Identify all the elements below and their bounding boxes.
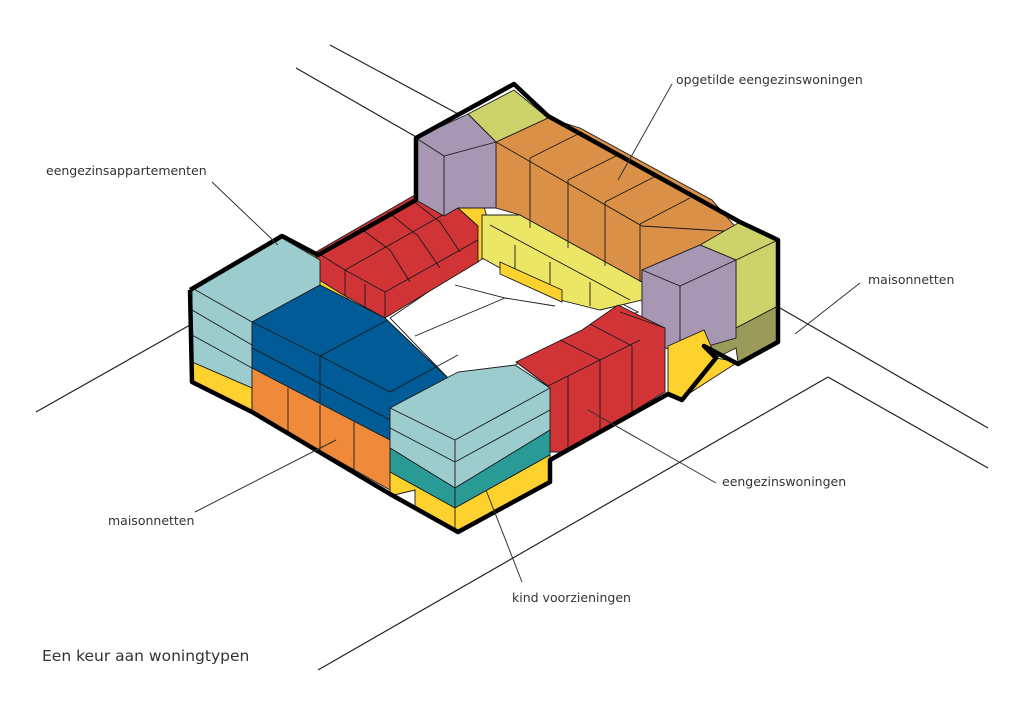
street-line-right-2 <box>827 376 989 469</box>
street-line-left <box>35 324 191 413</box>
yellow-stair-back <box>499 261 563 303</box>
leader-eengezinsappartementen <box>211 181 279 246</box>
street-line-top-2 <box>295 67 419 139</box>
leader-eengezinswoningen <box>587 409 717 484</box>
label-opgetilde-eengezinswoningen: opgetilde eengezinswoningen <box>676 72 863 87</box>
label-maisonnetten-right: maisonnetten <box>868 272 954 287</box>
courtyard-path-2 <box>454 284 556 307</box>
label-maisonnetten-left: maisonnetten <box>108 513 194 528</box>
label-eengezinswoningen: eengezinswoningen <box>722 474 846 489</box>
lavender-maisonette-back <box>415 113 497 217</box>
street-lines <box>35 44 989 671</box>
right-wing <box>515 221 779 453</box>
street-line-top-1 <box>329 44 461 116</box>
leader-maisonnetten-left <box>194 439 337 513</box>
label-eengezinsappartementen: eengezinsappartementen <box>46 163 207 178</box>
street-line-bottom <box>317 376 829 671</box>
label-kind-voorzieningen: kind voorzieningen <box>512 590 631 605</box>
leader-opgetilde <box>617 83 673 181</box>
back-wing <box>415 89 741 311</box>
caption: Een keur aan woningtypen <box>42 647 249 665</box>
front-right-corner <box>389 364 551 533</box>
courtyard-path-1 <box>414 297 506 337</box>
leader-kind-voorzieningen <box>485 489 523 583</box>
street-line-right-1 <box>779 307 989 429</box>
leader-maisonnetten-right <box>794 282 861 335</box>
building-outline <box>187 81 781 535</box>
leader-lines <box>194 83 861 583</box>
